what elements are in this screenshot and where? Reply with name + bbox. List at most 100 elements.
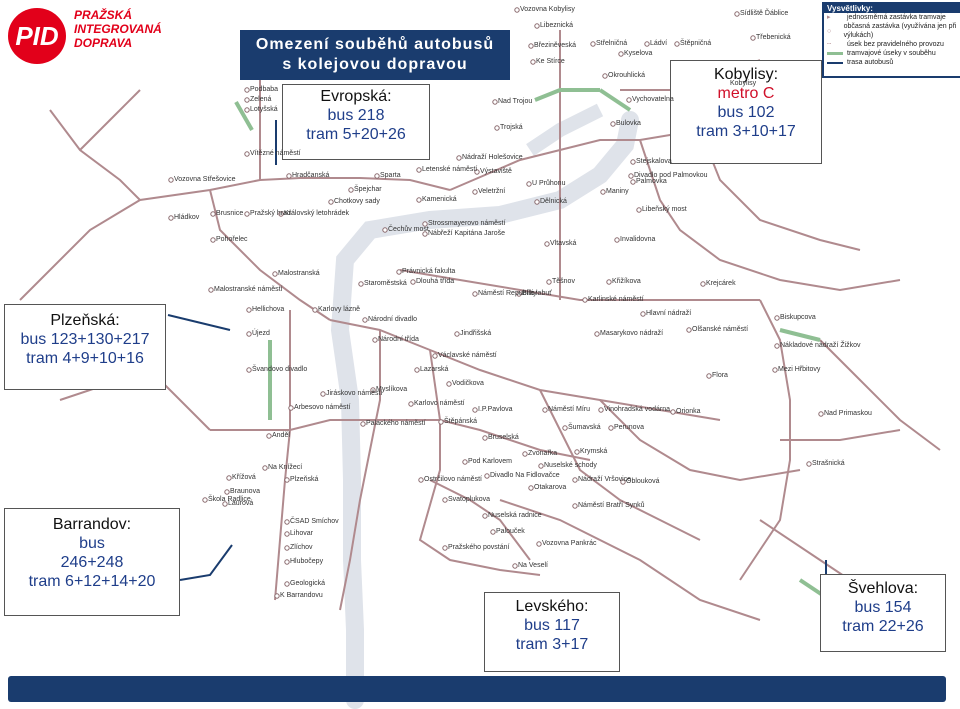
station-label: Geologická: [290, 580, 326, 587]
station-label: Sparta: [380, 172, 401, 179]
callout-line: bus 123+130+217: [20, 331, 150, 348]
station-label: Pod Karlovem: [468, 458, 512, 465]
station-dot: [320, 391, 326, 397]
station-dot: [284, 545, 290, 551]
station-label: Březiněveská: [534, 42, 577, 49]
station-dot: [362, 317, 368, 323]
station-dot: [482, 513, 488, 519]
callout-kobylisy: Kobylisy: metro C bus 102 tram 3+10+17: [670, 60, 822, 164]
station-label: Vychovatelna: [632, 96, 674, 103]
station-dot: [374, 173, 380, 179]
station-dot: [512, 563, 518, 569]
station-label: Hradčanská: [292, 172, 330, 179]
station-dot: [484, 473, 490, 479]
station-dot: [614, 237, 620, 243]
callout-name: Plzeňská:: [50, 312, 120, 329]
station-label: Chotkovy sady: [334, 198, 380, 205]
station-dot: [594, 331, 600, 337]
station-dot: [546, 279, 552, 285]
station-dot: [644, 41, 650, 47]
station-label: Výstaviště: [480, 168, 512, 175]
station-dot: [442, 545, 448, 551]
station-label: Křižíkova: [612, 278, 641, 285]
station-dot: [536, 541, 542, 547]
station-label: Kamenická: [422, 196, 457, 203]
station-label: Krymská: [580, 448, 608, 455]
station-label: Náměstí Míru: [548, 406, 591, 413]
station-dot: [706, 373, 712, 379]
station-dot: [606, 279, 612, 285]
station-dot: [700, 281, 706, 287]
station-label: Vltavská: [550, 240, 577, 247]
station-label: Palackého náměstí: [366, 420, 426, 427]
callout-svehlova: Švehlova: bus 154 tram 22+26: [820, 574, 946, 652]
station-label: Brusnice: [216, 210, 244, 217]
station-label: Těšnov: [552, 278, 575, 285]
station-dot: [272, 271, 278, 277]
pid-logo: PID PRAŽSKÁ INTEGROVANÁ DOPRAVA: [8, 6, 208, 66]
station-label: Ládví: [650, 40, 668, 47]
station-label: I.P.Pavlova: [478, 406, 513, 413]
legend-item: ○občasná zastávka (využívána jen při výl…: [827, 23, 957, 39]
station-dot: [600, 189, 606, 195]
callout-line: tram 5+20+26: [306, 126, 406, 143]
station-label: Karlinské náměstí: [588, 296, 644, 303]
station-label: Ostrčilovo náměstí: [424, 476, 482, 483]
station-label: Střelničná: [596, 40, 628, 47]
station-label: Kyselova: [624, 50, 653, 57]
station-label: Vozovna Pankrác: [542, 540, 597, 547]
station-label: Nákladové nádraží Žižkov: [780, 342, 861, 349]
station-label: Náměstí Republiky: [478, 290, 537, 297]
station-label: Nádraží Holešovice: [462, 154, 523, 161]
station-dot: [442, 497, 448, 503]
station-dot: [274, 593, 280, 599]
station-dot: [244, 151, 250, 157]
station-label: Strašnická: [812, 460, 845, 467]
station-dot: [416, 197, 422, 203]
station-dot: [772, 367, 778, 373]
station-dot: [474, 169, 480, 175]
station-label: Ke Stírce: [536, 58, 565, 65]
station-dot: [516, 291, 522, 297]
station-dot: [312, 307, 318, 313]
station-label: Okrouhlická: [608, 72, 645, 79]
station-dot: [284, 519, 290, 525]
title-line-1: Omezení souběhů autobusů: [255, 36, 495, 53]
legend-item: tramvajové úseky v souběhu: [824, 49, 960, 58]
station-dot: [284, 531, 290, 537]
station-label: Bílá labuť: [522, 290, 552, 297]
page-title: Omezení souběhů autobusů s kolejovou dop…: [240, 30, 510, 80]
station-dot: [750, 35, 756, 41]
station-dot: [774, 343, 780, 349]
station-label: Trojská: [500, 124, 523, 131]
station-label: Vodičkova: [452, 380, 484, 387]
station-dot: [168, 177, 174, 183]
logo-line-2: INTEGROVANÁ: [74, 22, 162, 36]
station-dot: [210, 211, 216, 217]
station-label: Stejskalova: [636, 158, 672, 165]
pid-logo-mark: PID: [8, 8, 66, 64]
callout-line: bus 154: [854, 599, 912, 616]
station-label: Dělnická: [540, 198, 567, 205]
station-dot: [582, 297, 588, 303]
station-dot: [636, 207, 642, 213]
station-label: Divadlo Na Fidlovačce: [490, 472, 560, 479]
station-dot: [472, 291, 478, 297]
station-label: Škola Radlice: [208, 496, 251, 503]
callout-name: Evropská:: [320, 88, 392, 105]
station-label: Bulovka: [616, 120, 641, 127]
legend-item-label: tramvajové úseky v souběhu: [847, 50, 936, 57]
station-dot: [222, 501, 228, 507]
station-label: Orionka: [676, 408, 701, 415]
legend-item-label: občasná zastávka (využívána jen při výlu…: [843, 23, 957, 39]
station-label: Pohořelec: [216, 236, 248, 243]
station-label: Na Veselí: [518, 562, 548, 569]
station-dot: [360, 421, 366, 427]
station-dot: [628, 173, 634, 179]
station-dot: [418, 477, 424, 483]
station-dot: [530, 59, 536, 65]
station-dot: [224, 489, 230, 495]
station-dot: [572, 477, 578, 483]
station-dot: [208, 287, 214, 293]
callout-barrandov: Barrandov: bus 246+248 tram 6+12+14+20: [4, 508, 180, 616]
